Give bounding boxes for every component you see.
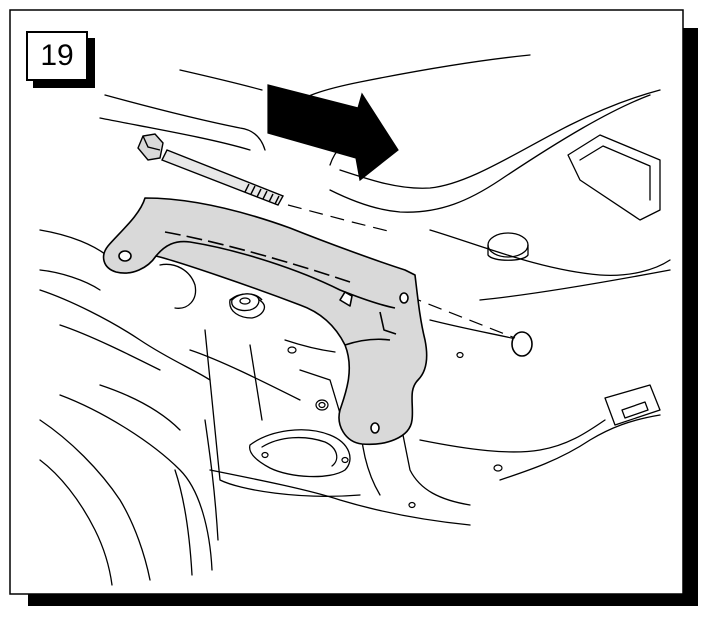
step-number-box: 19 <box>26 31 88 81</box>
alignment-lines <box>287 204 516 339</box>
mounting-hole-icon <box>511 331 533 357</box>
direction-arrow-icon <box>267 84 399 182</box>
mounting-bracket-icon <box>102 197 428 446</box>
bracket-tab <box>231 293 260 312</box>
vehicle-underbody-lines <box>39 54 671 586</box>
frame-holes <box>261 346 503 509</box>
step-number: 19 <box>40 39 74 72</box>
hex-bolt-icon <box>137 133 284 206</box>
